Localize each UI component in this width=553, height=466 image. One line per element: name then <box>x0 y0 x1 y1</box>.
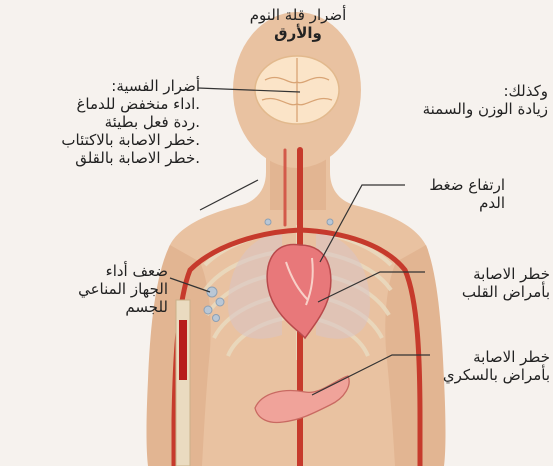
title-line2: والأرق <box>228 24 368 42</box>
label-immune: ضعف أداء الجهاز المناعي للجسم <box>30 262 168 316</box>
label-psych-effects: أضرار الفسية: .اداء منخفض للدماغ .ردة فع… <box>4 77 200 167</box>
label-blood-pressure: ارتفاع ضغط الدم <box>405 176 505 212</box>
heart-line1: خطر الاصابة <box>425 265 550 283</box>
diabetes-line2: بأمراض بالسكري <box>408 366 550 384</box>
weight-line1: وكذلك: <box>400 82 548 100</box>
immune-line2: الجهاز المناعي <box>30 280 168 298</box>
psych-item-3: .خطر الاصابة بالاكتئاب <box>4 131 200 149</box>
bp-line2: الدم <box>405 194 505 212</box>
bone-marrow <box>179 320 187 380</box>
label-diabetes: خطر الاصابة بأمراض بالسكري <box>408 348 550 384</box>
psych-item-1: .اداء منخفض للدماغ <box>4 95 200 113</box>
immune-line1: ضعف أداء <box>30 262 168 280</box>
diagram-title: أضرار قلة النوم والأرق <box>228 6 368 42</box>
label-weight: وكذلك: زيادة الوزن والسمنة <box>400 82 548 118</box>
diabetes-line1: خطر الاصابة <box>408 348 550 366</box>
heart-line2: بأمراض القلب <box>425 283 550 301</box>
immune-line3: للجسم <box>30 298 168 316</box>
psych-item-4: .خطر الاصابة بالقلق <box>4 149 200 167</box>
psych-item-2: .ردة فعل بطيئة <box>4 113 200 131</box>
psych-header: أضرار الفسية: <box>4 77 200 95</box>
brain-icon <box>255 56 339 124</box>
weight-line2: زيادة الوزن والسمنة <box>400 100 548 118</box>
title-line1: أضرار قلة النوم <box>228 6 368 24</box>
label-heart: خطر الاصابة بأمراض القلب <box>425 265 550 301</box>
bp-line1: ارتفاع ضغط <box>405 176 505 194</box>
